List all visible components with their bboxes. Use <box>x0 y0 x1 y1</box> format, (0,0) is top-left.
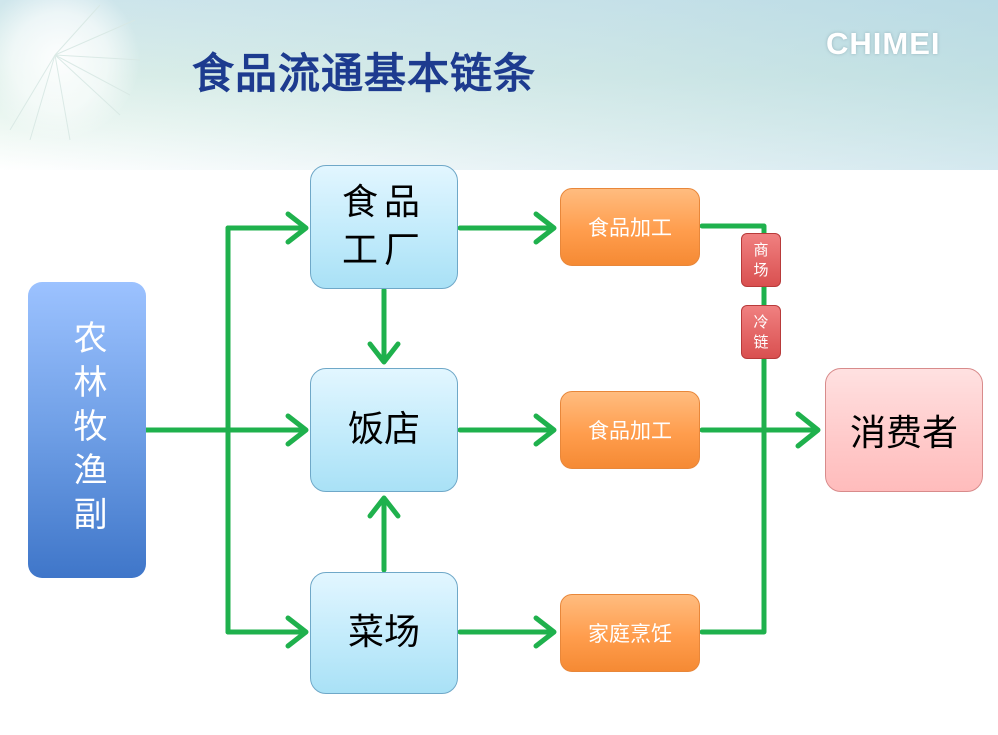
market-label: 菜场 <box>347 612 420 653</box>
process-label-bottom: 家庭烹饪 <box>588 622 672 646</box>
cold-chain-tag: 冷链 <box>741 305 781 359</box>
process-label-top: 食品加工 <box>588 216 672 240</box>
cold-chain-tag-label: 冷链 <box>753 313 769 351</box>
mall-tag: 商场 <box>741 233 781 287</box>
consumer-box: 消费者 <box>825 368 983 492</box>
restaurant-label: 饭店 <box>347 409 420 450</box>
brand-logo: CHIMEI <box>826 26 941 61</box>
page-title: 食品流通基本链条 <box>192 49 537 98</box>
source-label: 农林牧渔副 <box>67 320 107 540</box>
process-box-bottom: 家庭烹饪 <box>560 594 700 672</box>
mall-tag-label: 商场 <box>753 241 769 279</box>
market-box: 菜场 <box>310 572 458 694</box>
dandelion-icon <box>0 0 141 141</box>
food-factory-label: 食品工厂 <box>341 182 426 271</box>
process-label-middle: 食品加工 <box>588 419 672 443</box>
process-box-top: 食品加工 <box>560 188 700 266</box>
header-background <box>0 0 998 170</box>
restaurant-box: 饭店 <box>310 368 458 492</box>
source-box: 农林牧渔副 <box>28 282 146 578</box>
process-box-middle: 食品加工 <box>560 391 700 469</box>
consumer-label: 消费者 <box>849 413 958 454</box>
food-factory-box: 食品工厂 <box>310 165 458 289</box>
